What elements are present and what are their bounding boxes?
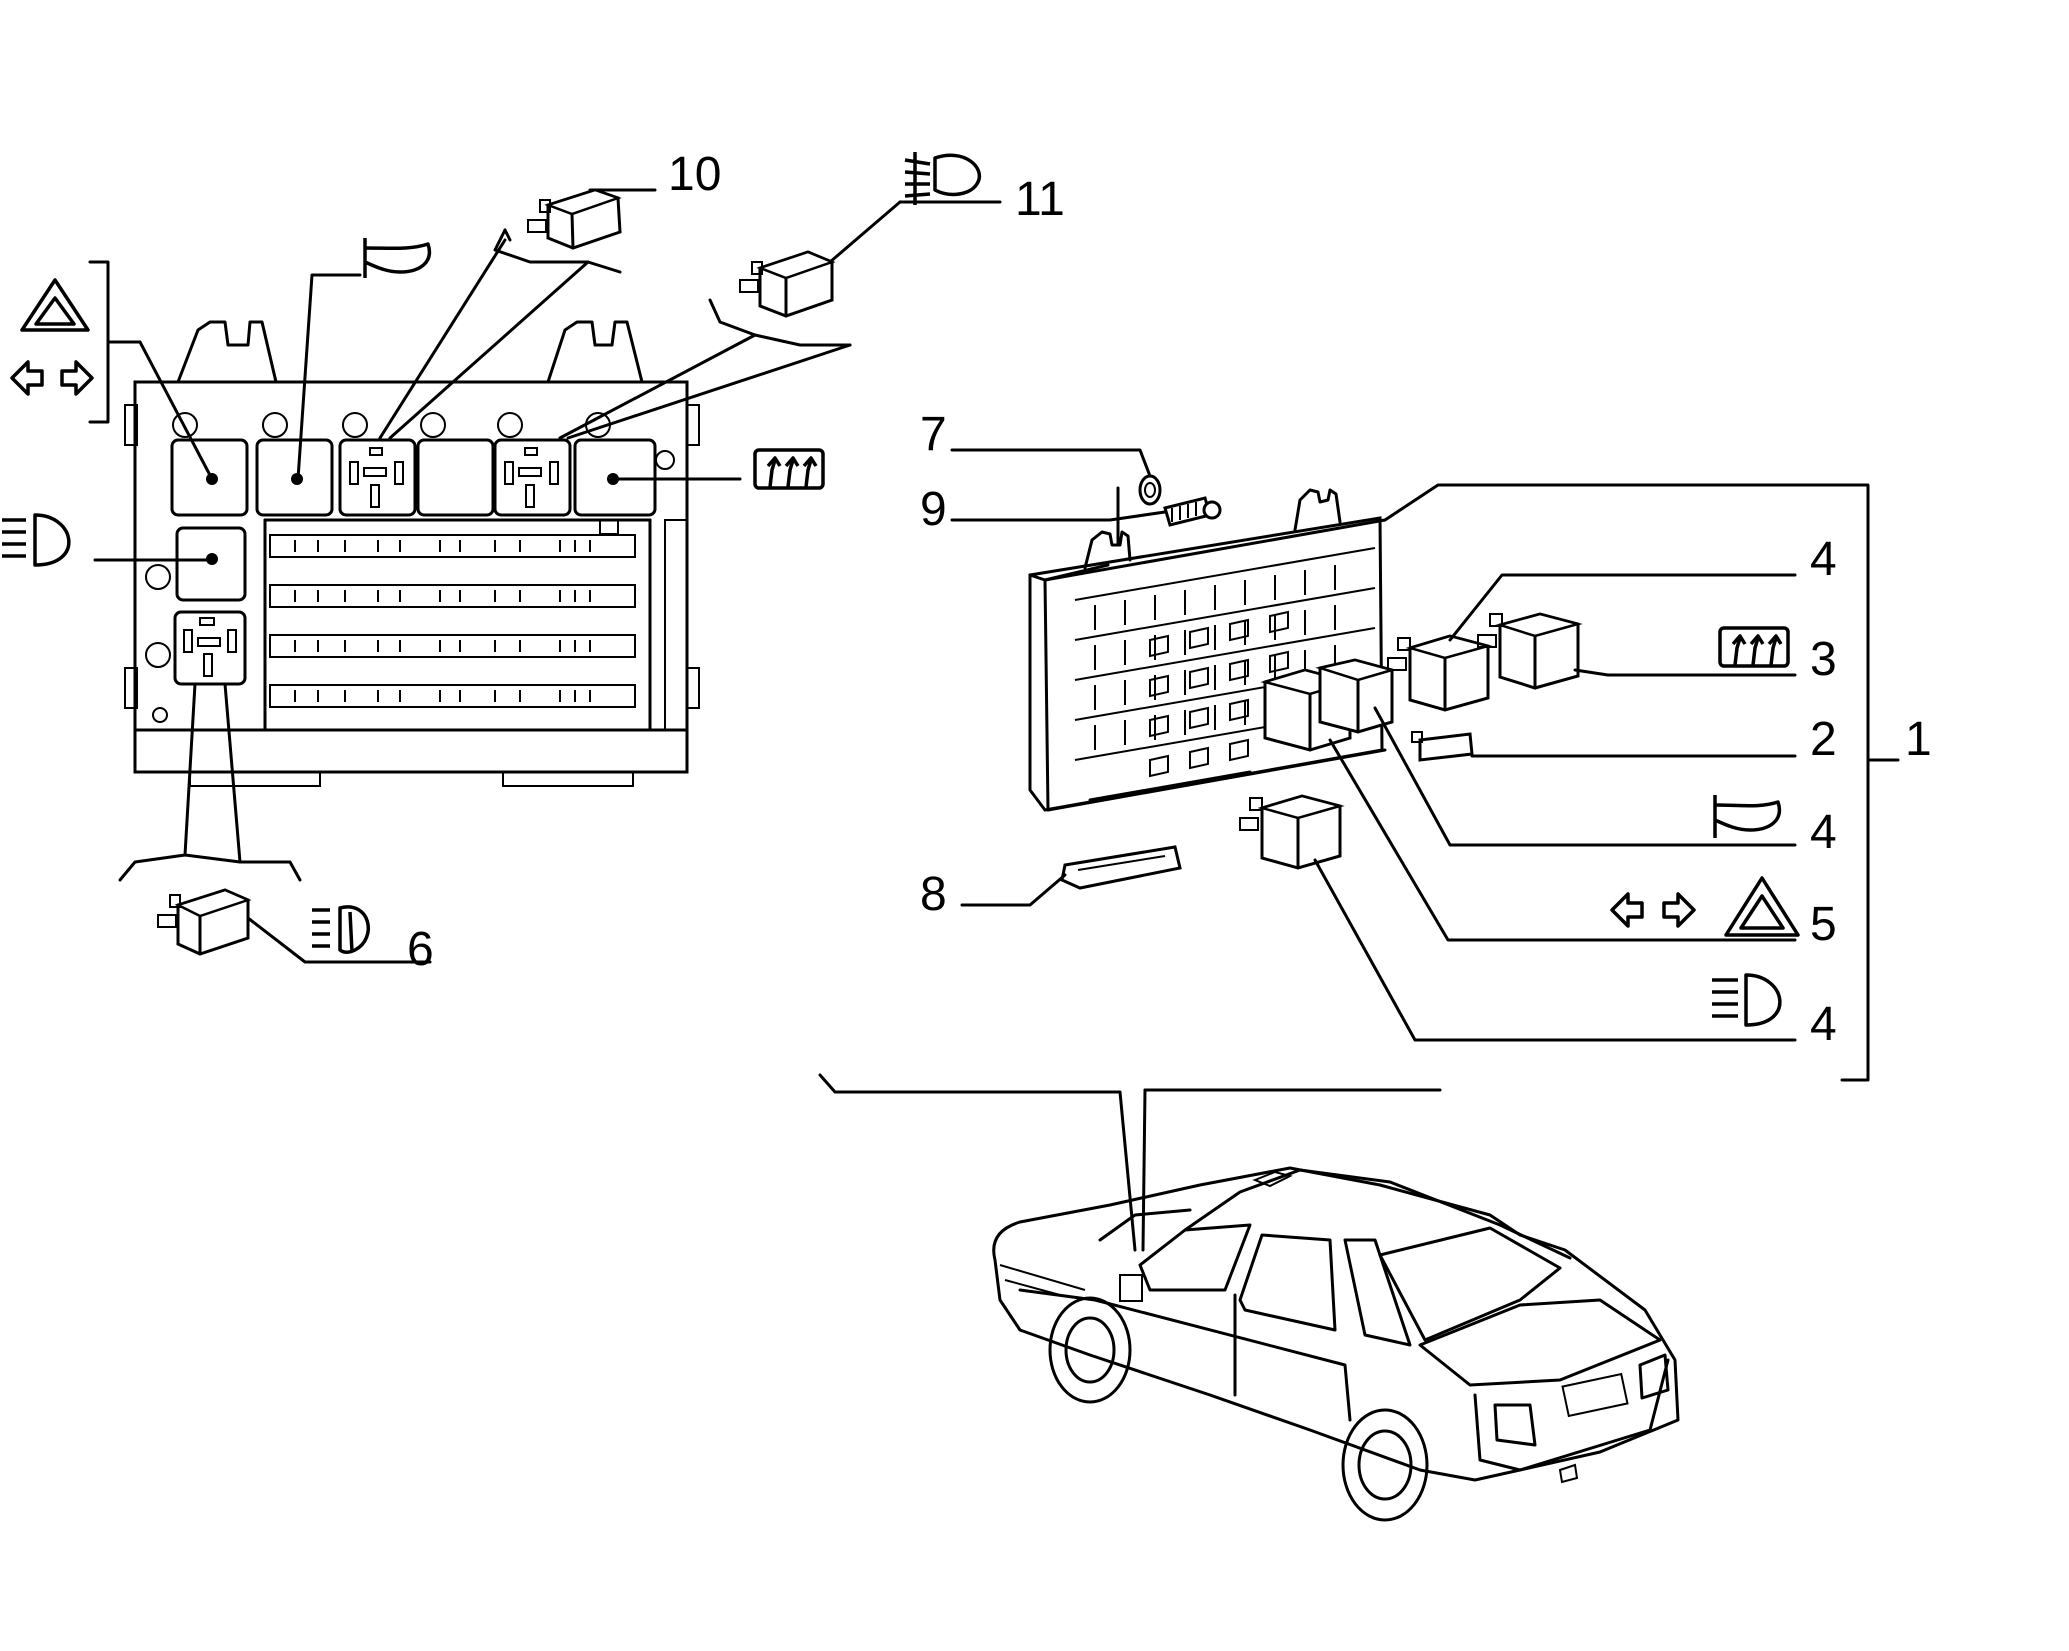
callout-1: 1 [1905, 713, 1932, 766]
rear-window-defroster-icon [753, 448, 825, 490]
callout-4-top: 4 [1810, 533, 1837, 586]
hazard-warning-icon [20, 278, 90, 332]
cover-8 [1060, 845, 1182, 890]
fuse-box-front-view [124, 320, 700, 787]
relay-socket-wiper [173, 610, 247, 686]
fuse-box-isometric [1028, 488, 1397, 812]
callout-2: 2 [1810, 713, 1837, 766]
relay-10 [527, 188, 622, 250]
horn-icon [363, 238, 432, 278]
horn-icon-right [1713, 795, 1782, 838]
wiper-icon [312, 905, 371, 954]
callout-9: 9 [920, 483, 947, 536]
fuse-rows [269, 519, 636, 708]
callout-3: 3 [1810, 633, 1837, 686]
callout-4-horn: 4 [1810, 806, 1837, 859]
left-leaders [88, 188, 1002, 964]
turn-signal-arrows-icon-right [1610, 892, 1696, 928]
callout-7: 7 [920, 408, 947, 461]
installed-relay-back [1315, 658, 1397, 734]
turn-signal-arrows-icon [10, 360, 94, 396]
fuse-2 [1411, 731, 1474, 762]
callout-11: 11 [1015, 173, 1065, 226]
callout-8: 8 [920, 868, 947, 921]
fog-light-icon [904, 152, 982, 205]
relay-3 [1477, 612, 1583, 690]
relay-4-top [1387, 634, 1493, 712]
car-illustration [992, 1166, 1680, 1522]
hazard-warning-icon-right [1724, 876, 1800, 937]
relay-6 [157, 888, 252, 956]
callout-5: 5 [1810, 898, 1837, 951]
relay-socket-empty [416, 438, 495, 517]
headlight-icon-right [1712, 973, 1782, 1027]
washer-7 [1138, 474, 1162, 506]
callout-6: 6 [407, 923, 434, 976]
callout-10: 10 [668, 148, 721, 201]
rear-window-defroster-icon-right [1718, 626, 1790, 668]
relay-socket-11 [493, 438, 572, 517]
callout-4-headlight: 4 [1810, 998, 1837, 1051]
right-leaders [818, 448, 1900, 1252]
relay-4-low [1239, 794, 1345, 870]
screw-9 [1163, 496, 1222, 527]
relay-socket-10 [338, 438, 417, 517]
headlight-icon [2, 513, 71, 567]
relay-11 [739, 250, 836, 318]
